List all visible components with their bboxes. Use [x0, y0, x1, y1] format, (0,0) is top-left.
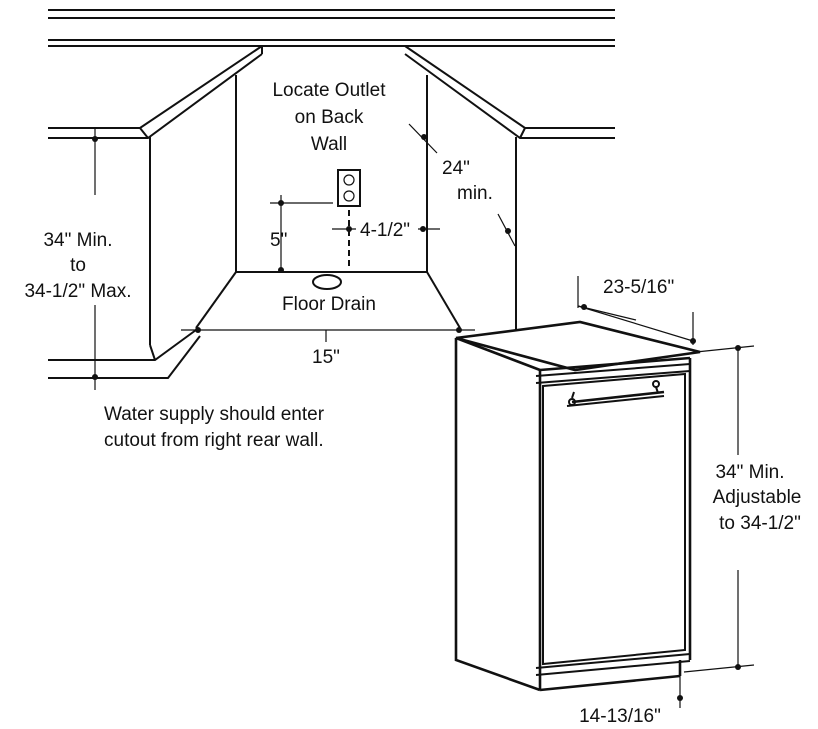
outlet-label-line3: Wall	[311, 134, 347, 155]
floor-drain-icon	[312, 274, 342, 290]
unit-height-label-line2: Adjustable	[713, 487, 802, 508]
outlet-offset-label: 4-1/2"	[360, 220, 410, 241]
unit-height-label-line1: 34" Min.	[715, 462, 784, 483]
compactor-unit	[454, 320, 701, 692]
depth-24-dimension	[408, 123, 516, 247]
opening-width-label: 15"	[312, 347, 340, 368]
cabinet-height-dimension	[92, 128, 98, 390]
cabinet-outline	[48, 45, 615, 379]
unit-width-label: 14-13/16"	[579, 706, 661, 727]
cabinet-height-label-line2: to	[70, 255, 86, 276]
unit-height-dimension	[683, 345, 755, 673]
floor-drain-label: Floor Drain	[282, 294, 376, 315]
countertop-edge	[48, 9, 615, 47]
cabinet-height-label-line1: 34" Min.	[43, 230, 112, 251]
depth-24-label-line2: min.	[457, 183, 493, 204]
outlet-icon	[337, 169, 361, 270]
outlet-offset-dimension	[332, 226, 440, 232]
outlet-height-label: 5"	[270, 230, 287, 251]
outlet-height-dimension	[270, 195, 333, 273]
unit-width-dimension	[677, 676, 683, 708]
water-note-line1: Water supply should enter	[104, 404, 325, 425]
unit-depth-dimension	[577, 276, 696, 345]
unit-height-label-line3: to 34-1/2"	[719, 513, 801, 534]
depth-24-label-line1: 24"	[442, 158, 470, 179]
unit-depth-label: 23-5/16"	[603, 277, 674, 298]
cabinet-height-label-line3: 34-1/2" Max.	[24, 281, 131, 302]
opening-width-dimension	[181, 327, 475, 342]
handle-icon	[566, 380, 665, 407]
outlet-label-line1: Locate Outlet	[272, 80, 386, 101]
outlet-label-line2: on Back	[295, 107, 364, 128]
water-note-line2: cutout from right rear wall.	[104, 430, 324, 451]
